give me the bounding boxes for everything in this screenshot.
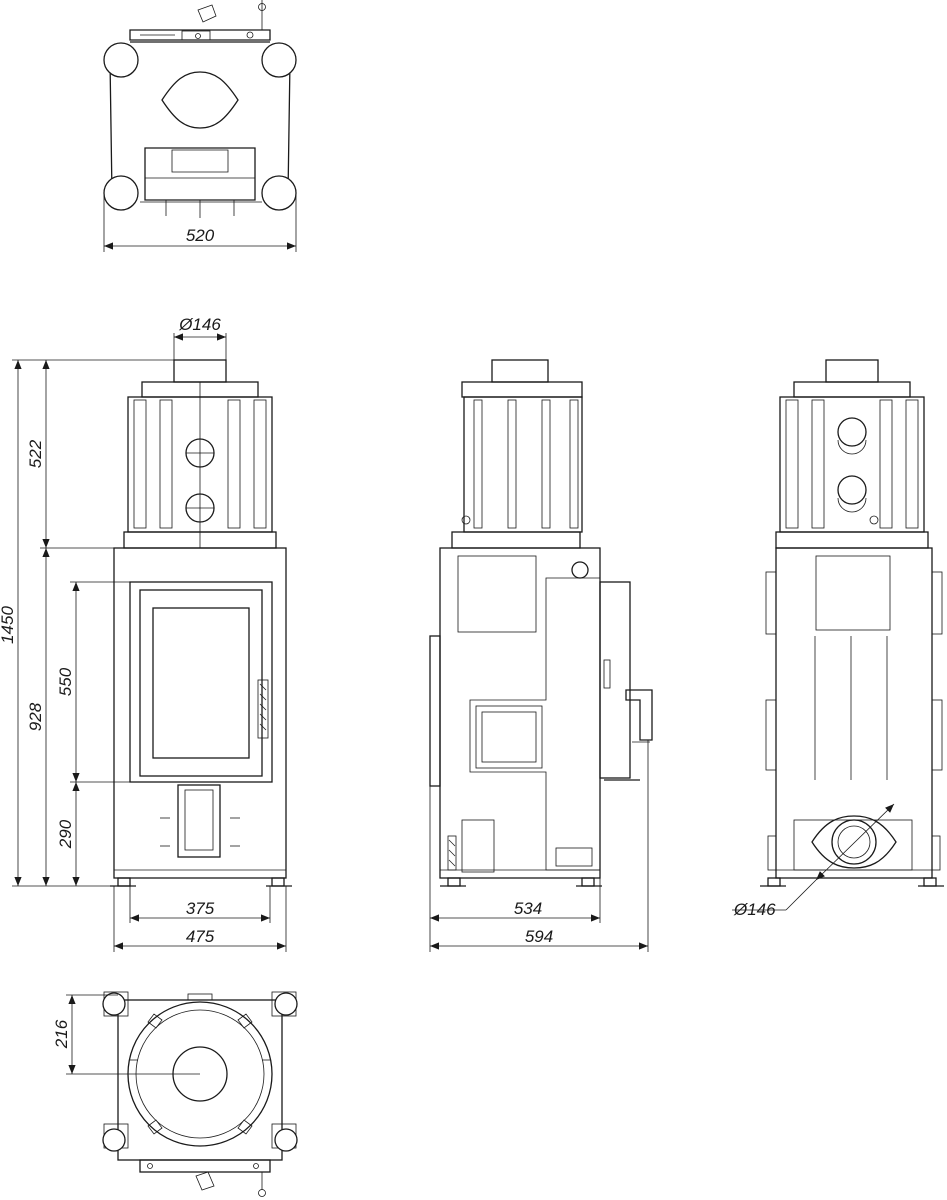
top-width-label: 520 — [186, 226, 215, 245]
base-height-label: 290 — [56, 819, 75, 849]
front-flue-label: Ø146 — [178, 315, 221, 334]
bottom-offset-label: 216 — [52, 1019, 71, 1049]
back-flue-label: Ø146 — [733, 900, 776, 919]
top-height-label: 522 — [26, 439, 45, 468]
door-height-label: 550 — [56, 667, 75, 696]
front-inner-width-label: 375 — [186, 899, 215, 918]
side-inner-width-label: 534 — [514, 899, 542, 918]
top-view: 520 — [103, 0, 297, 252]
body-height-label: 928 — [26, 702, 45, 731]
total-height-label: 1450 — [0, 606, 17, 644]
back-view: Ø146 — [732, 359, 944, 919]
side-outer-width-label: 594 — [525, 927, 553, 946]
front-outer-width-label: 475 — [186, 927, 215, 946]
bottom-view: 216 — [52, 991, 298, 1197]
side-view: 534 594 — [429, 359, 653, 952]
front-view: Ø146 — [0, 315, 292, 952]
